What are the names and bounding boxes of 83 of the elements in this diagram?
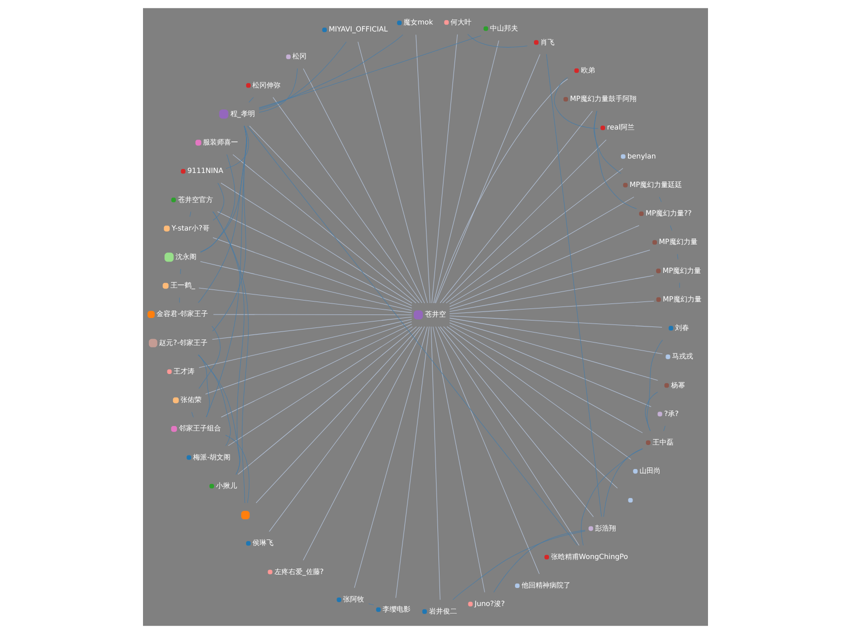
connector [255,326,420,504]
connector [442,140,606,304]
connector [395,326,429,598]
connector [248,126,419,304]
connector [593,110,621,174]
connector [197,354,240,475]
connector [438,326,579,546]
connector [602,448,642,518]
connector [205,126,246,418]
connector [415,34,430,304]
connector [197,354,230,446]
connector [466,34,528,48]
node-circle [628,498,632,502]
connector [434,78,568,304]
connector [448,275,654,312]
connector [646,340,662,432]
connector [678,282,680,288]
connector [198,326,220,389]
connector [220,182,412,304]
connector [554,77,598,129]
connector [434,54,540,304]
connector [432,40,499,304]
node-circle [240,510,250,520]
connector [212,314,412,316]
connector [302,326,424,560]
connector [439,110,592,304]
connector [448,300,654,314]
connector [434,326,540,574]
connector [448,196,634,304]
connector [225,126,248,169]
connector [237,326,416,475]
connector [452,530,585,600]
connector [198,354,210,418]
connector [448,250,650,310]
connector [445,168,623,304]
connector [430,326,440,600]
connector [676,254,678,260]
connector [258,34,403,109]
connector [493,530,585,593]
connector [442,326,618,488]
connector [220,324,412,418]
connector [272,97,422,304]
connector [200,154,235,253]
connector [246,126,578,546]
connector [580,448,642,546]
connector [212,182,224,220]
connector [268,326,422,532]
connector [212,237,412,308]
connector [228,326,412,446]
connector [448,225,639,308]
connector [431,34,458,304]
connector [198,318,412,368]
connector [594,110,636,210]
connector [432,326,484,593]
connector [439,326,594,518]
connector [446,326,631,460]
connector [670,225,672,231]
connector [448,318,662,354]
connector [662,426,665,432]
connector [258,35,481,108]
connector [200,261,412,311]
connector [357,42,428,304]
connector [354,326,428,588]
connector [190,412,194,418]
connector [448,320,658,381]
connector [198,288,412,313]
connector [204,321,412,394]
connector [248,96,254,103]
connector [212,316,412,340]
connector [232,154,416,304]
connector [258,42,346,110]
connector [224,434,249,504]
connector [546,54,602,517]
connector [658,196,662,202]
connector [302,68,424,304]
connector [448,325,642,434]
connector [368,604,374,606]
connector [448,316,662,328]
connector [216,211,412,306]
connector [189,211,191,217]
connector [212,211,248,504]
connector [448,322,651,407]
connector [258,68,298,113]
